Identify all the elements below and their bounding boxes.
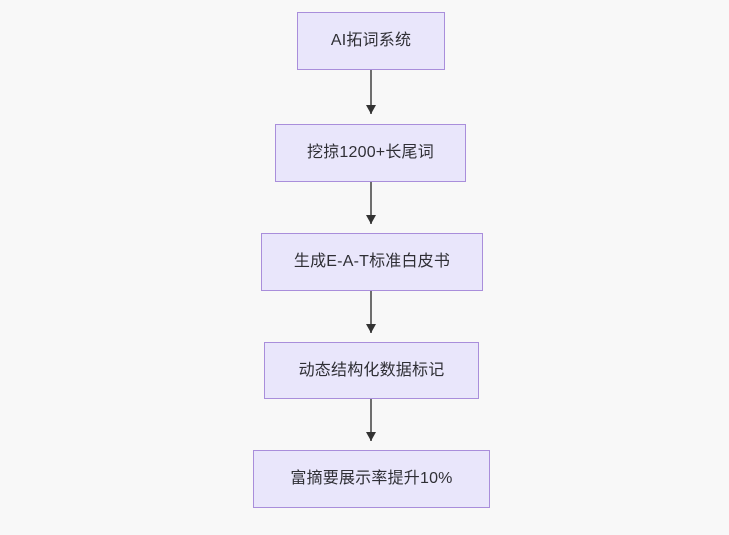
flow-node-5[interactable]: 富摘要展示率提升10%	[253, 450, 490, 508]
flow-node-1[interactable]: AI拓词系统	[297, 12, 445, 70]
flow-node-3[interactable]: 生成E-A-T标准白皮书	[261, 233, 483, 291]
flow-node-1-label: AI拓词系统	[330, 32, 412, 49]
flow-edge-1-arrowhead-icon	[365, 105, 376, 114]
flow-node-4[interactable]: 动态结构化数据标记	[264, 342, 479, 399]
flow-node-4-label: 动态结构化数据标记	[298, 361, 445, 379]
flow-edge-3-arrowhead-icon	[365, 324, 376, 333]
flow-node-2-label: 挖掠1200+长尾词	[307, 144, 434, 161]
flow-edge-4-line	[370, 399, 372, 441]
flow-edge-1-line	[370, 70, 372, 114]
flow-edge-3-line	[370, 291, 372, 333]
flow-edge-2-arrowhead-icon	[365, 215, 376, 224]
flow-node-5-label: 富摘要展示率提升10%	[290, 470, 453, 487]
flow-node-3-label: 生成E-A-T标准白皮书	[293, 253, 451, 270]
flow-edge-4-arrowhead-icon	[365, 432, 376, 441]
flow-edge-2-line	[370, 182, 372, 224]
flow-node-2[interactable]: 挖掠1200+长尾词	[275, 124, 466, 182]
